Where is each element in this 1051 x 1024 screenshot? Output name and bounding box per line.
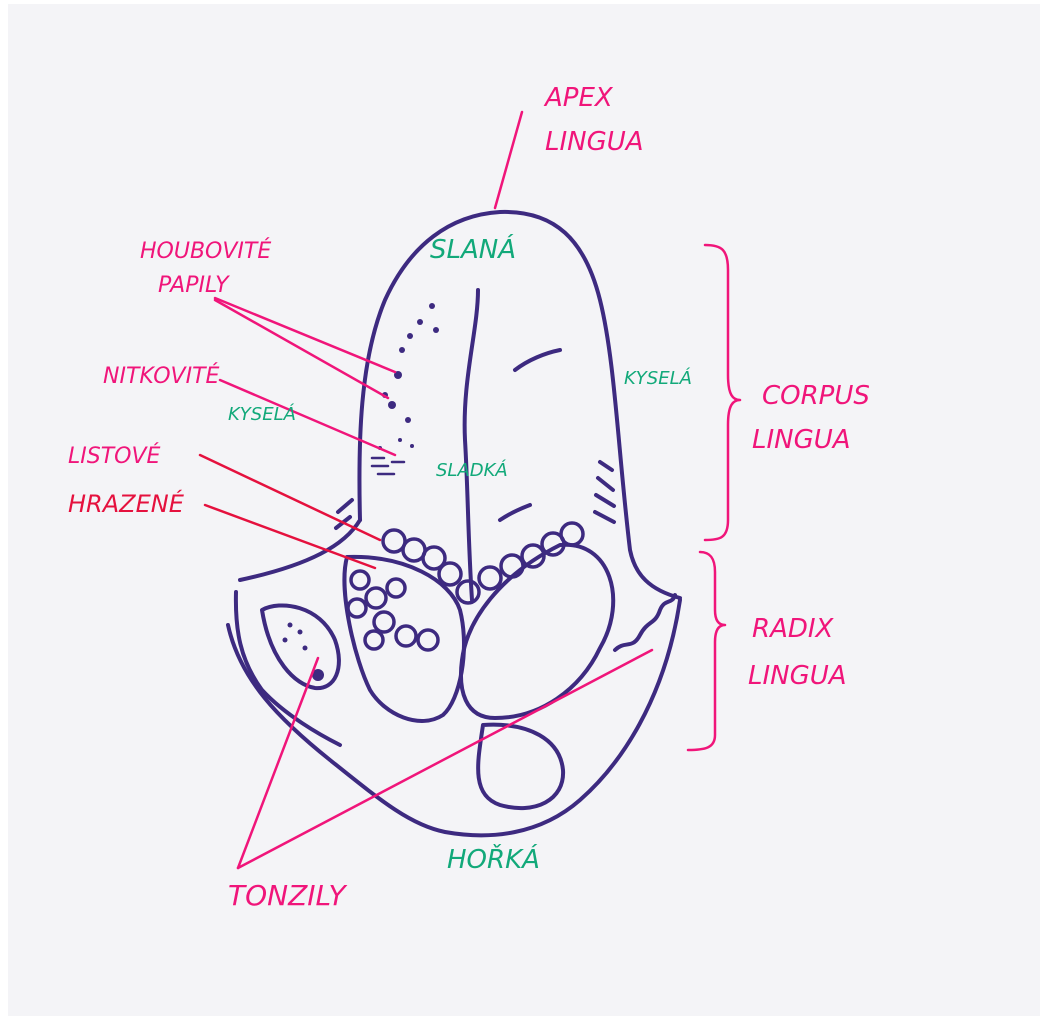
corpus-bracket xyxy=(705,245,740,540)
corpus-label-2: LINGUA xyxy=(752,425,851,455)
tonsil-leader-left xyxy=(238,658,318,868)
houbovite-label-2: PAPILY xyxy=(158,273,230,298)
papillae-dots xyxy=(378,303,439,450)
radix-label-2: LINGUA xyxy=(748,661,847,691)
taste-sour-right: KYSELÁ xyxy=(624,367,692,389)
filiform-dashes xyxy=(372,458,404,474)
foliate-ridge xyxy=(615,595,675,650)
radix-label-1: RADIX xyxy=(752,614,835,644)
epiglottis xyxy=(478,725,563,808)
median-sulcus xyxy=(465,290,478,600)
taste-sweet: SLADKÁ xyxy=(436,459,508,481)
apex-leader xyxy=(495,112,522,208)
houbovite-label-1: HOUBOVITÉ xyxy=(140,238,271,264)
taste-bitter: HOŘKÁ xyxy=(447,843,540,875)
listove-label: LISTOVÉ xyxy=(68,443,161,469)
radix-bracket xyxy=(688,552,725,750)
taste-sour-left: KYSELÁ xyxy=(228,403,296,425)
nitkovite-label: NITKOVITÉ xyxy=(103,363,220,389)
corpus-label-1: CORPUS xyxy=(762,381,870,411)
right-edge-lines xyxy=(595,462,614,522)
houbovite-leader-1 xyxy=(215,298,395,372)
taste-salty: SLANÁ xyxy=(430,233,516,265)
hrazene-label: HRAZENÉ xyxy=(68,489,185,518)
apex-label-1: APEX xyxy=(543,83,614,113)
apex-label-2: LINGUA xyxy=(545,127,644,157)
surface-stroke-2 xyxy=(500,505,530,520)
hrazene-leader xyxy=(205,505,375,568)
left-tonsil xyxy=(262,605,339,688)
listove-leader xyxy=(200,455,380,540)
tonsils-label: TONZILY xyxy=(228,879,347,912)
surface-stroke-1 xyxy=(515,350,560,370)
radix-left-outline xyxy=(240,520,360,580)
houbovite-leader-2 xyxy=(215,300,388,398)
